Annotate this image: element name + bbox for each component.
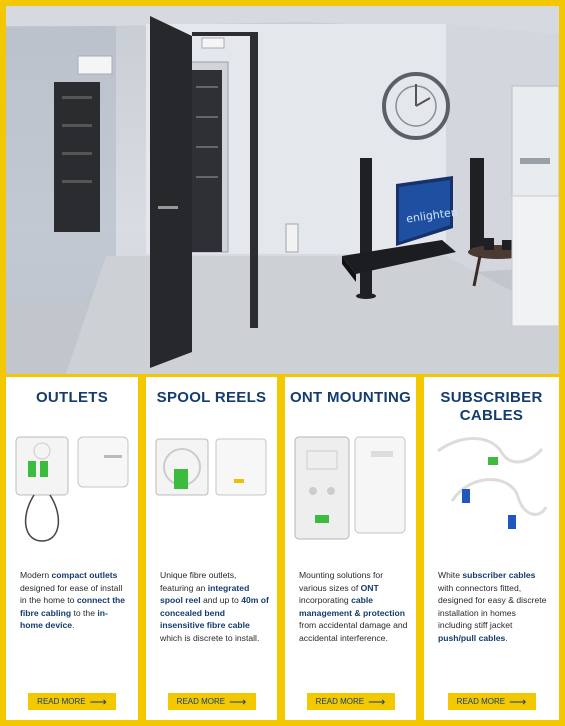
ont-mounting-product-image (293, 431, 408, 561)
desc-bold: compact outlets (51, 570, 118, 580)
arrow-right-icon: ⟶ (229, 694, 247, 709)
card-subscriber-cables: SUBSCRIBER CABLES White subscriber cable… (424, 377, 559, 720)
desc-text: to the (71, 607, 98, 618)
read-more-button[interactable]: READ MORE ⟶ (447, 693, 536, 710)
desc-bold: 40m of concealed bend insensitive fibre … (160, 595, 269, 630)
desc-text: with connectors fitted, designed for eas… (438, 582, 547, 631)
desc-text: Mounting solutions for various sizes of (299, 570, 384, 593)
desc-text: . (72, 620, 75, 630)
card-title: SPOOL REELS (156, 389, 267, 406)
desc-bold: integrated spool reel (160, 582, 250, 606)
card-description: Mounting solutions for various sizes of … (299, 569, 408, 644)
desc-bold: in-home device (20, 607, 108, 631)
desc-bold: connect the fibre cabling (20, 595, 126, 618)
desc-text: Modern (20, 570, 52, 580)
outlet-product-image (14, 431, 130, 561)
arrow-right-icon: ⟶ (368, 694, 386, 709)
spool-reel-product-image (154, 431, 269, 561)
card-title: OUTLETS (35, 389, 109, 406)
read-more-button[interactable]: READ MORE ⟶ (306, 693, 395, 710)
read-more-button[interactable]: READ MORE ⟶ (28, 693, 116, 710)
read-more-label: READ MORE (315, 697, 365, 706)
read-more-label: READ MORE (176, 697, 226, 706)
read-more-label: READ MORE (456, 697, 506, 706)
card-outlets: OUTLETS Modern compact outlets designed … (6, 377, 138, 720)
desc-text: . (505, 632, 508, 643)
desc-text: designed for ease of install in the home… (20, 582, 123, 606)
product-cards: OUTLETS Modern compact outlets designed … (6, 377, 559, 720)
arrow-right-icon: ⟶ (509, 694, 527, 709)
card-spool-reels: SPOOL REELS Unique fibre outlets, featur… (146, 377, 277, 720)
card-description: White subscriber cables with connectors … (438, 569, 551, 644)
desc-text: from accidental damage and accidental in… (299, 620, 408, 643)
card-ont-mounting: ONT MOUNTING Mounting solutions for vari… (285, 377, 416, 720)
desc-text: which is discrete to install. (160, 632, 260, 643)
desc-bold: cable management & protection (299, 595, 406, 618)
desc-bold: subscriber cables (462, 570, 536, 580)
arrow-right-icon: ⟶ (89, 694, 107, 709)
card-description: Unique fibre outlets, featuring an integ… (160, 569, 269, 644)
card-title: SUBSCRIBER CABLES (440, 389, 543, 424)
room-illustration (6, 6, 559, 374)
desc-bold: ONT (360, 582, 379, 593)
page-frame: enlighten OUTLETS Modern compact outlets… (6, 6, 559, 720)
desc-bold: push/pull cables (438, 632, 506, 643)
subscriber-cable-product-image (432, 431, 551, 561)
read-more-label: READ MORE (37, 697, 86, 706)
card-title: ONT MOUNTING (289, 389, 412, 406)
hero-room-image: enlighten (6, 6, 559, 374)
desc-text: and up to (200, 595, 242, 605)
desc-text: White (438, 570, 463, 580)
desc-text: incorporating (299, 595, 352, 605)
card-description: Modern compact outlets designed for ease… (20, 569, 130, 632)
read-more-button[interactable]: READ MORE ⟶ (167, 693, 256, 710)
desc-text: Unique fibre outlets, featuring an (160, 570, 237, 593)
